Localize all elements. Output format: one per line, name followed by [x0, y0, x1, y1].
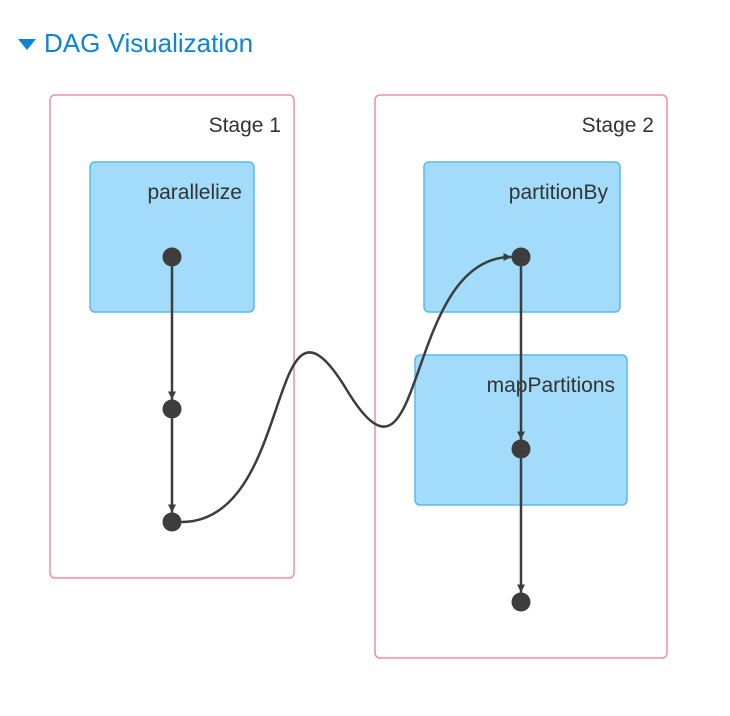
dag-visualization-toggle[interactable]: DAG Visualization [18, 26, 253, 60]
rdd-node-n1[interactable] [162, 247, 182, 267]
rdd-node-n2[interactable] [162, 399, 182, 419]
edge-n3-n4 [181, 253, 512, 524]
rdd-node-n4[interactable] [511, 247, 531, 267]
stage-label-stage2: Stage 2 [582, 114, 654, 137]
rdd-node-n3[interactable] [162, 512, 182, 532]
rdd-node-n6[interactable] [511, 592, 531, 612]
operation-label-parallelize: parallelize [147, 181, 242, 204]
operation-label-partitionBy: partitionBy [509, 181, 609, 204]
operation-label-mapPartitions: mapPartitions [487, 374, 615, 397]
caret-down-icon [18, 38, 36, 50]
stage-label-stage1: Stage 1 [209, 114, 281, 137]
rdd-node-n5[interactable] [511, 439, 531, 459]
section-title: DAG Visualization [44, 27, 254, 58]
